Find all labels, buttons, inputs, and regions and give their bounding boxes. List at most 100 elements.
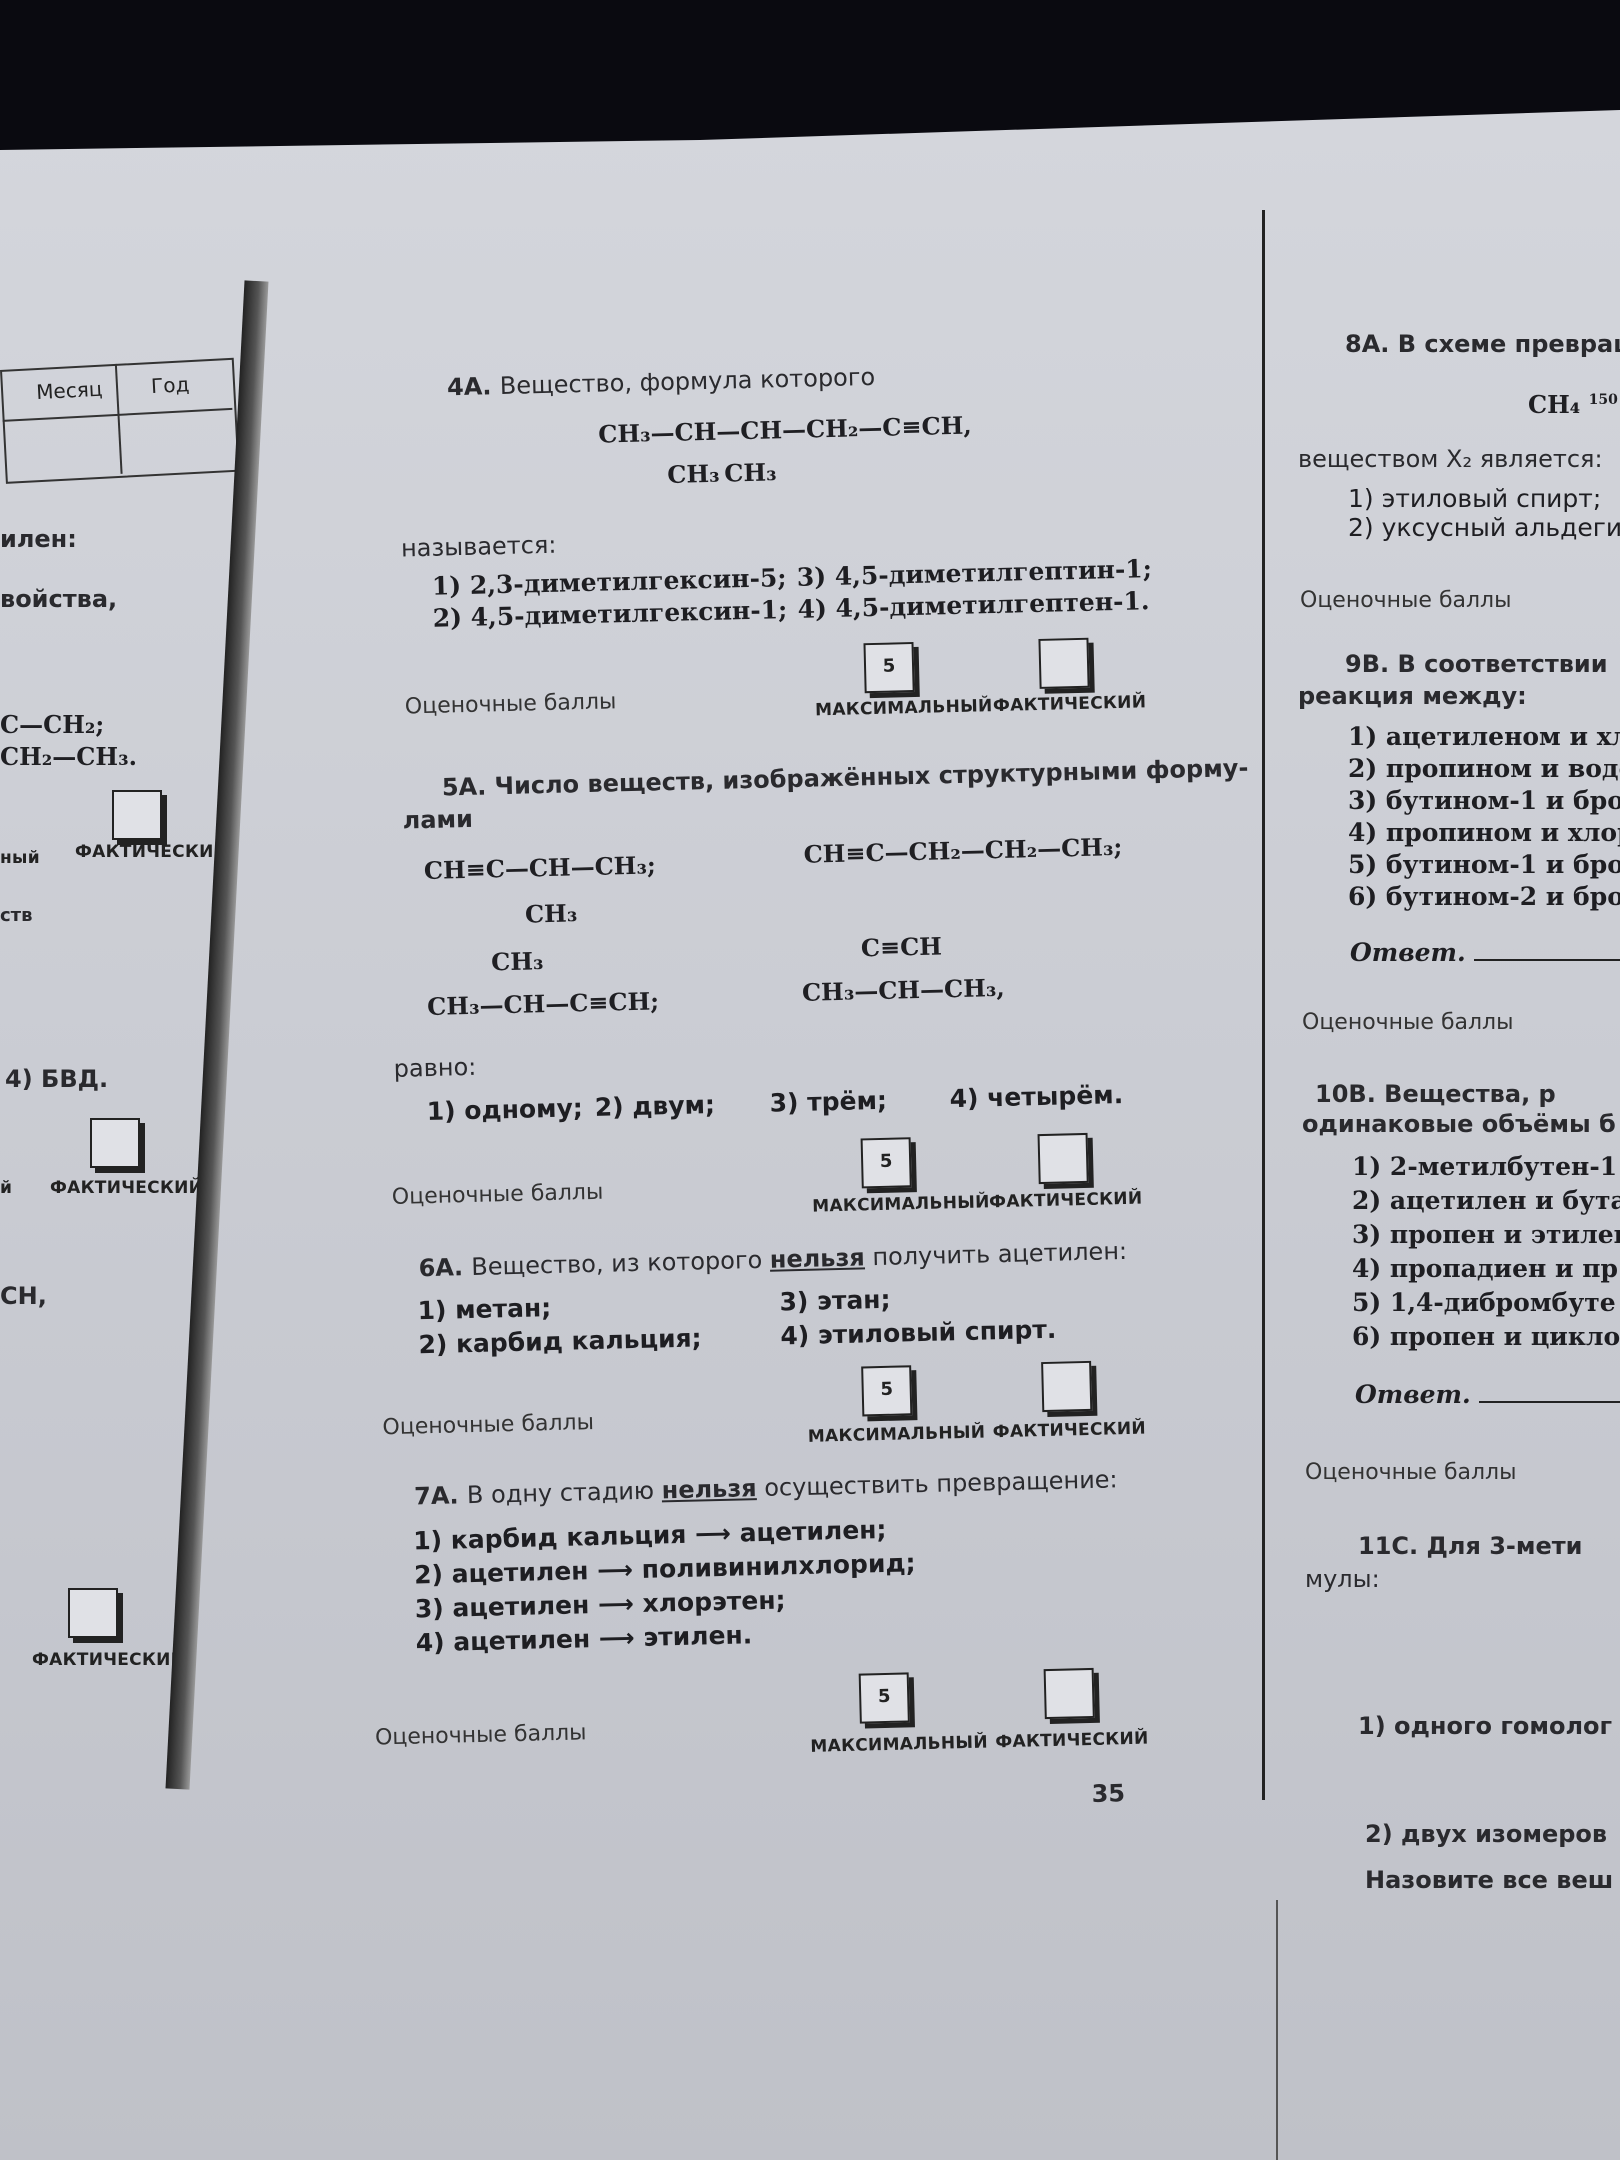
q7-option-3[interactable]: 3) ацетилен ⟶ хлорэтен; — [414, 1585, 786, 1624]
q10-option-3[interactable]: 3) пропен и этилен — [1352, 1220, 1620, 1249]
q6-option-3[interactable]: 3) этан; — [779, 1284, 891, 1317]
q5-formula-4: CH₃—CH—CH₃, — [801, 972, 1006, 1007]
q7-option-2[interactable]: 2) ацетилен ⟶ поливинилхлорид; — [413, 1548, 916, 1590]
q10-answer-label: Ответ. — [1355, 1380, 1471, 1409]
left-fragment-5: ный — [0, 848, 40, 868]
right-border-line-lower — [1276, 1900, 1278, 2160]
q10-title2: одинаковые объёмы б — [1302, 1110, 1616, 1138]
left-fragment-4: CH₂—CH₃. — [0, 742, 137, 771]
q5-max-label: МАКСИМАЛЬНЫЙ — [811, 1192, 990, 1217]
q7-fact-box[interactable] — [1043, 1667, 1095, 1720]
q5-score-label: Оценочные баллы — [391, 1179, 604, 1210]
q6-max-label: МАКСИМАЛЬНЫЙ — [807, 1422, 986, 1447]
left-fact-label-1: ФАКТИЧЕСКИЙ — [75, 842, 229, 862]
q11-line-3: Назовите все веш — [1365, 1866, 1614, 1894]
q7-option-1[interactable]: 1) карбид кальция ⟶ ацетилен; — [412, 1514, 887, 1556]
q6-option-2[interactable]: 2) карбид кальция; — [418, 1323, 702, 1360]
q7-title: 7А. В одну стадию нельзя осуществить пре… — [414, 1465, 1118, 1510]
q8-option-2[interactable]: 2) уксусный альдеги — [1348, 513, 1620, 542]
q5-formula-4-sup: C≡CH — [860, 931, 943, 963]
q5-after: равно: — [393, 1052, 477, 1083]
q4-after: называется: — [400, 530, 557, 563]
q7-option-4[interactable]: 4) ацетилен ⟶ этилен. — [415, 1620, 753, 1658]
q7-max-box: 5 — [858, 1672, 910, 1724]
question-7a: 7А. В одну стадию нельзя осуществить пре… — [170, 66, 1570, 1757]
left-fragment-3: C—CH₂; — [0, 710, 105, 739]
q10-option-1[interactable]: 1) 2-метилбутен-1 — [1352, 1152, 1618, 1181]
q5-option-1[interactable]: 1) одному; — [426, 1093, 584, 1127]
q4-fact-box[interactable] — [1038, 637, 1090, 689]
q5-fact-label: ФАКТИЧЕСКИЙ — [988, 1188, 1143, 1213]
q10-title: 10В. Вещества, р — [1315, 1080, 1556, 1108]
q8-score-label: Оценочные баллы — [1300, 588, 1512, 613]
q9-answer: Ответ. — [1350, 938, 1620, 967]
q9-option-5[interactable]: 5) бутином-1 и бро — [1348, 850, 1620, 879]
q4-option-1[interactable]: 1) 2,3-диметилгексин-5; — [431, 563, 787, 601]
q4-option-4[interactable]: 4) 4,5-диметилгептен-1. — [797, 586, 1150, 624]
q7-text-before: В одну стадию — [466, 1476, 663, 1510]
q4-formula-main: CH₃—CH—CH—CH₂—C≡CH, — [597, 410, 973, 449]
q4-option-3[interactable]: 3) 4,5-диметилгептин-1; — [796, 554, 1153, 592]
q10-score-label: Оценочные баллы — [1305, 1460, 1517, 1485]
left-fact-box-2[interactable] — [90, 1118, 140, 1168]
q9-title: 9В. В соответствии — [1345, 650, 1608, 678]
q5-formula-2: CH≡C—CH₂—CH₂—CH₃; — [803, 831, 1123, 869]
left-fact-label-3: ФАКТИЧЕСКИЙ — [32, 1650, 186, 1670]
left-fragment-1: илен: — [0, 525, 77, 553]
q11-title: 11С. Для 3-мети — [1358, 1532, 1583, 1560]
q7-fact-label: ФАКТИЧЕСКИЙ — [995, 1728, 1149, 1753]
page-number: 35 — [1091, 1779, 1126, 1808]
q8-option-1[interactable]: 1) этиловый спирт; — [1348, 484, 1602, 513]
q5-option-4[interactable]: 4) четырём. — [949, 1080, 1124, 1114]
q9-option-4[interactable]: 4) пропином и хлор — [1348, 818, 1620, 847]
q4-formula-sub-2: CH₃ — [723, 457, 777, 488]
q6-title: 6А. Вещество, из которого нельзя получит… — [418, 1237, 1127, 1282]
left-fragment-6: ств — [0, 905, 33, 926]
q5-formula-1-sub: CH₃ — [524, 898, 578, 929]
q4-score-label: Оценочные баллы — [404, 689, 617, 720]
q6-option-1[interactable]: 1) метан; — [417, 1293, 552, 1326]
q5-fact-box[interactable] — [1037, 1132, 1089, 1185]
q6-option-4[interactable]: 4) этиловый спирт. — [780, 1314, 1057, 1351]
q9-option-6[interactable]: 6) бутином-2 и бро — [1348, 882, 1620, 911]
left-fragment-2: войства, — [0, 585, 118, 613]
q9-option-1[interactable]: 1) ацетиленом и хл — [1348, 722, 1620, 751]
q9-title2: реакция между: — [1298, 682, 1527, 710]
q4-formula-sub-1: CH₃ — [666, 458, 720, 489]
q6-fact-label: ФАКТИЧЕСКИЙ — [992, 1418, 1147, 1443]
q8-formula: CH₄ 150 — [1528, 390, 1618, 419]
q8-line: веществом X₂ является: — [1298, 445, 1603, 473]
q4-number: 4А. — [446, 372, 492, 402]
q8-title: 8А. В схеме превращ — [1345, 330, 1620, 358]
left-fact-label-2: ФАКТИЧЕСКИЙ — [50, 1178, 204, 1198]
q9-answer-line[interactable] — [1474, 959, 1620, 961]
q4-option-2[interactable]: 2) 4,5-диметилгексин-1; — [432, 595, 788, 633]
q7-number: 7А. — [413, 1481, 459, 1511]
q9-score-label: Оценочные баллы — [1302, 1010, 1514, 1035]
q9-option-2[interactable]: 2) пропином и водо — [1348, 754, 1620, 783]
q5-formula-1: CH≡C—CH—CH₃; — [423, 850, 657, 886]
q10-answer-line[interactable] — [1479, 1401, 1620, 1403]
q4-max-label: МАКСИМАЛЬНЫЙ — [814, 696, 993, 721]
q5-option-3[interactable]: 3) трём; — [769, 1085, 888, 1118]
q10-option-5[interactable]: 5) 1,4-дибромбуте — [1352, 1288, 1616, 1317]
left-fact-box-3[interactable] — [68, 1588, 118, 1638]
left-fact-box-1[interactable] — [112, 790, 162, 840]
q9-option-3[interactable]: 3) бутином-1 и бром — [1348, 786, 1620, 815]
q10-option-6[interactable]: 6) пропен и цикло — [1352, 1322, 1620, 1351]
left-fragment-8: й — [0, 1178, 13, 1198]
q10-option-2[interactable]: 2) ацетилен и бута — [1352, 1186, 1620, 1215]
q6-fact-box[interactable] — [1041, 1360, 1093, 1413]
q8-formula-temp: 150 — [1588, 392, 1618, 408]
q5-title: 5А. Число веществ, изображённых структур… — [442, 754, 1249, 802]
q5-text: Число веществ, изображённых структурными… — [494, 753, 1249, 801]
question-5a: 5А. Число веществ, изображённых структур… — [170, 66, 1570, 1217]
q10-option-4[interactable]: 4) пропадиен и пр — [1352, 1254, 1619, 1283]
q5-option-2[interactable]: 2) двум; — [594, 1089, 716, 1122]
q9-answer-label: Ответ. — [1350, 938, 1466, 967]
q5-formula-3-sup: CH₃ — [490, 946, 544, 977]
q10-answer: Ответ. — [1355, 1380, 1620, 1409]
question-4a: 4А. Вещество, формула которого CH₃—CH—CH… — [170, 66, 1570, 721]
q11-title2: мулы: — [1305, 1565, 1380, 1593]
